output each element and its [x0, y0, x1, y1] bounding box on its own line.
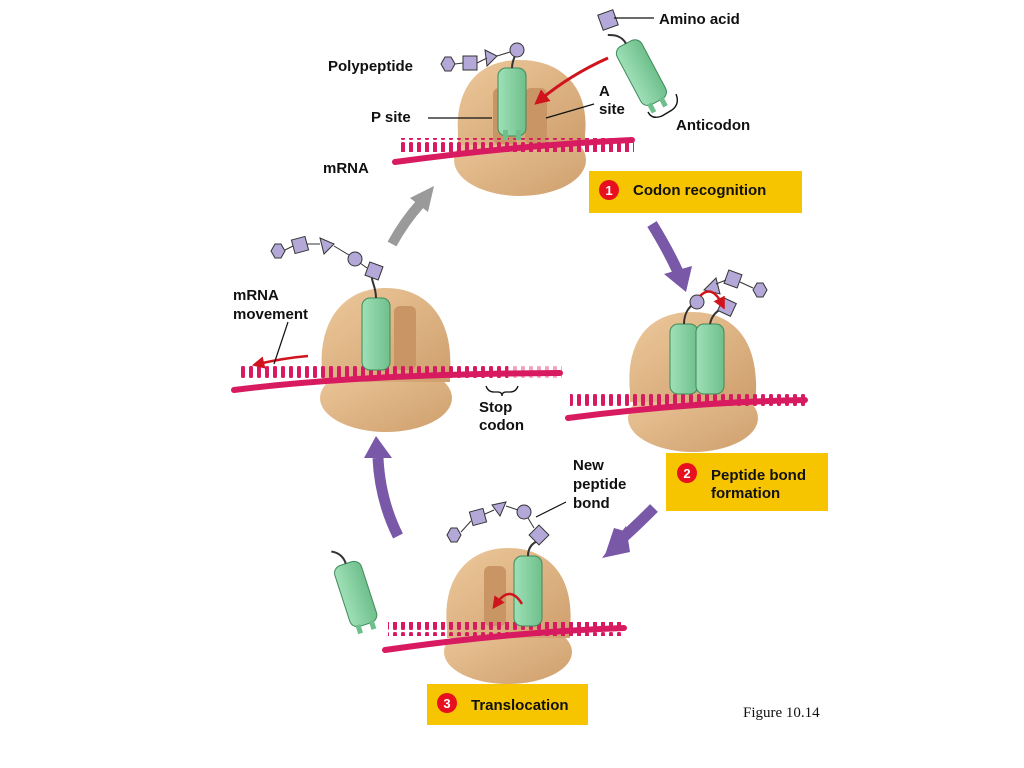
- stage-3-polypeptide-chain: [446, 501, 550, 546]
- amino-acid-label: Amino acid: [659, 11, 740, 28]
- polypeptide-label: Polypeptide: [328, 58, 413, 75]
- a-site-label-line-1: A: [599, 83, 610, 100]
- step-box-2: 2 Peptide bond formation: [666, 453, 828, 511]
- stage-2-trna-a-site: [695, 307, 725, 395]
- cycle-arrow-3-to-4: [364, 436, 403, 539]
- stage-4-trna: [361, 277, 391, 371]
- released-trna: [331, 550, 378, 635]
- stage-3-ribosome: [444, 548, 572, 684]
- step-number: 1: [605, 183, 612, 198]
- step-box-1: 1 Codon recognition: [589, 171, 802, 213]
- figure-caption: Figure 10.14: [743, 705, 820, 721]
- new-peptide-bond-label-line-2: peptide: [573, 476, 626, 493]
- stage-3-mrna: [382, 622, 627, 653]
- step-number-badge: [677, 463, 697, 483]
- stage-2-mrna: [565, 394, 808, 421]
- a-site-leader: [545, 103, 595, 119]
- anticodon-bracket: [647, 93, 679, 119]
- step-box-3: 3 Translocation: [427, 684, 588, 725]
- a-site-label-line-2: site: [599, 101, 625, 118]
- peptide-transfer-red-arrow: [699, 290, 725, 310]
- stage-4-mrna: [231, 364, 563, 393]
- new-peptide-bond-label-line-1: New: [573, 457, 604, 474]
- cycle-arrow-1-to-2: [647, 221, 692, 292]
- translocation-red-arrow: [492, 592, 524, 610]
- new-peptide-bond-leader: [535, 501, 567, 518]
- stage-4-polypeptide-chain: [270, 235, 384, 281]
- step-number: 2: [683, 466, 690, 481]
- mrna-movement-label-line-1: mRNA: [233, 287, 279, 304]
- step-title-line-2: formation: [711, 485, 780, 502]
- cycle-arrow-4-to-1: [387, 186, 434, 247]
- incoming-trna-red-arrow: [534, 56, 609, 105]
- step-title: Peptide bond: [711, 467, 806, 484]
- step-number: 3: [443, 696, 450, 711]
- step-title: Codon recognition: [633, 182, 766, 199]
- mrna-movement-leader: [273, 321, 289, 365]
- stage-2-polypeptide-chain: [689, 269, 768, 317]
- incoming-trna: [597, 9, 668, 114]
- mrna-label: mRNA: [323, 160, 369, 177]
- mrna-movement-red-arrow: [251, 354, 309, 369]
- p-site-label: P site: [371, 109, 411, 126]
- step-number-badge: [599, 180, 619, 200]
- stop-codon-label-line-1: Stop: [479, 399, 512, 416]
- cycle-arrow-2-to-3: [602, 504, 658, 558]
- stop-codon-label-line-2: codon: [479, 417, 524, 434]
- step-number-badge: [437, 693, 457, 713]
- anticodon-label: Anticodon: [676, 117, 750, 134]
- step-title: Translocation: [471, 697, 569, 714]
- new-peptide-bond-label-line-3: bond: [573, 495, 610, 512]
- mrna-movement-label-line-2: movement: [233, 306, 308, 323]
- stage-1-polypeptide-chain: [440, 42, 525, 72]
- stage-1-mrna: [392, 137, 635, 165]
- stop-codon-bracket: [485, 385, 519, 397]
